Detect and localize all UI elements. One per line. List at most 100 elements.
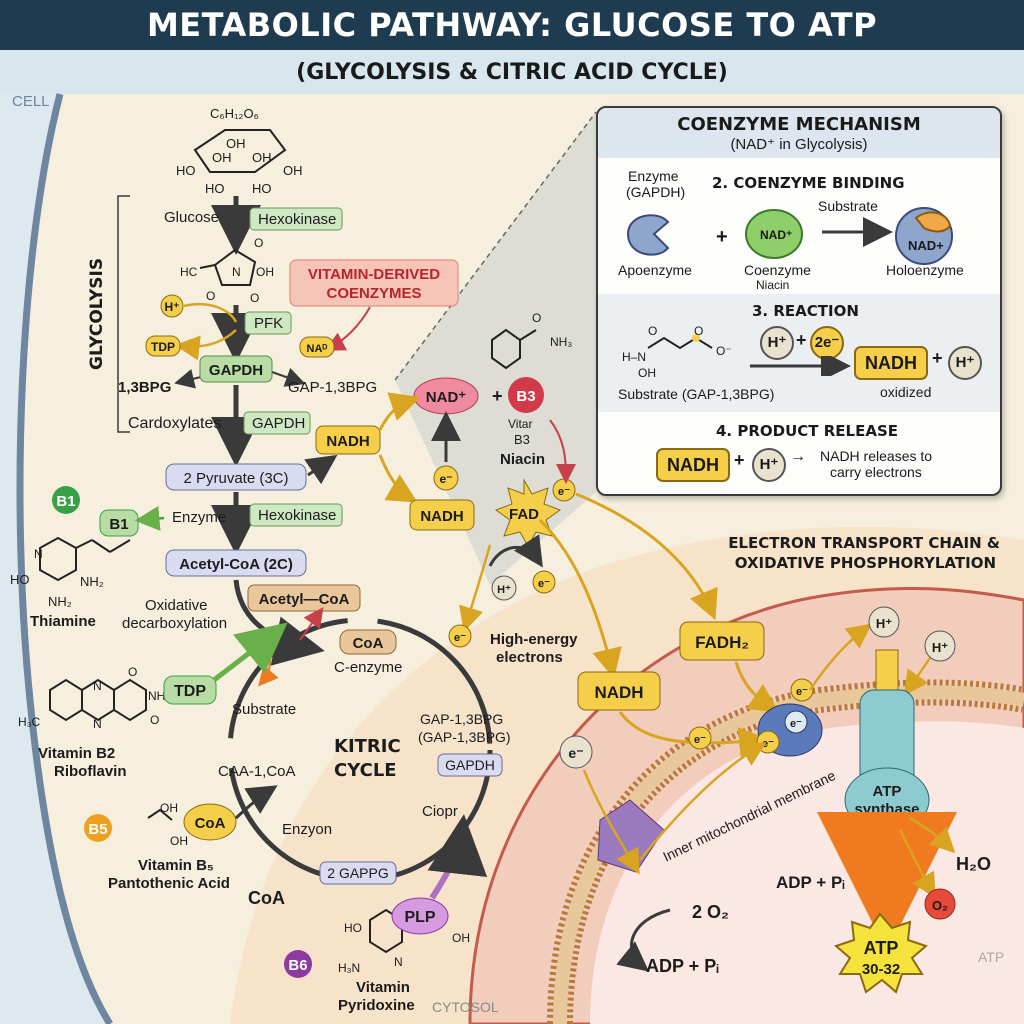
svg-text:30-32: 30-32 <box>862 961 900 978</box>
cytosol-label: CYTOSOL <box>432 999 499 1015</box>
b6-plp-chip <box>391 897 449 935</box>
svg-text:2 GAPPG: 2 GAPPG <box>327 865 388 881</box>
svg-text:HO: HO <box>10 572 30 587</box>
svg-text:NAD⁺: NAD⁺ <box>426 389 466 406</box>
vitamin-banner <box>289 259 459 307</box>
substrate-molecule <box>647 334 713 350</box>
atp-starburst <box>834 912 928 994</box>
citric-cycle-ring <box>227 617 493 883</box>
riboflavin-structure: N N NH O O H₃C <box>18 665 165 731</box>
svg-text:Enzyme: Enzyme <box>172 509 226 526</box>
svg-text:B3: B3 <box>516 388 535 405</box>
svg-text:CoA: CoA <box>195 815 226 832</box>
mol-oh: OH <box>638 366 656 380</box>
b2-name: Riboflavin <box>54 763 127 780</box>
gapdh-cycle-pill <box>437 753 503 777</box>
svg-text:H₃C: H₃C <box>18 715 41 729</box>
page-subtitle: (GLYCOLYSIS & CITRIC ACID CYCLE) <box>296 59 728 85</box>
e-small <box>532 570 556 594</box>
gapdh-main-pill <box>199 355 273 383</box>
h-plus-release: H⁺ <box>752 448 786 482</box>
step-4-title: 4. PRODUCT RELEASE <box>716 422 899 440</box>
svg-text:HO: HO <box>205 181 225 196</box>
glycolysis-label: GLYCOLYSIS <box>87 258 107 370</box>
reaction-section: 3. REACTION O O O⁻ H–N OH H⁺ + 2e⁻ NADH … <box>598 294 1000 412</box>
coenzyme-panel: COENZYME MECHANISM (NAD⁺ in Glycolysis) … <box>596 106 1002 496</box>
svg-text:2 Pyruvate (3C): 2 Pyruvate (3C) <box>183 470 288 487</box>
svg-text:H₃N: H₃N <box>338 961 360 975</box>
panel-title: COENZYME MECHANISM <box>677 114 921 135</box>
bpg-right: GAP-1,3BPG <box>288 379 377 396</box>
svg-text:Substrate: Substrate <box>232 701 296 718</box>
b2-title: Vitamin B2 <box>38 745 115 762</box>
svg-text:ATP: ATP <box>873 783 902 800</box>
cycle-title-1: KITRIC <box>334 736 401 757</box>
svg-text:Pyridoxine: Pyridoxine <box>338 997 415 1014</box>
b6-badge <box>284 950 312 978</box>
svg-text:Cardoxylates: Cardoxylates <box>128 415 221 432</box>
release-text-2: carry electrons <box>830 464 922 480</box>
tdp-b2-chip <box>163 675 217 705</box>
enzyme-name: (GAPDH) <box>626 184 686 200</box>
release-arrow: → <box>790 448 806 465</box>
panel-header: COENZYME MECHANISM (NAD⁺ in Glycolysis) <box>598 108 1000 158</box>
svg-text:O₂: O₂ <box>932 898 948 913</box>
nad-holo-label: NAD+ <box>908 238 944 253</box>
svg-text:e⁻: e⁻ <box>558 486 570 498</box>
svg-text:Enzyon: Enzyon <box>282 821 332 838</box>
substrate-label: Substrate <box>818 198 878 214</box>
nadh-node-2 <box>409 499 475 531</box>
release-text-1: NADH releases to <box>820 448 933 464</box>
svg-text:GAPDH: GAPDH <box>445 757 495 773</box>
svg-text:NADH: NADH <box>594 683 643 702</box>
svg-text:O: O <box>254 236 263 250</box>
svg-text:O: O <box>150 713 159 727</box>
etc-title-1: ELECTRON TRANSPORT CHAIN & <box>728 534 1000 552</box>
plus-reaction: + <box>796 330 807 350</box>
intermediate-molecule: HC N O OH O O <box>180 236 274 305</box>
svg-text:O: O <box>206 289 215 303</box>
hexokinase-pill <box>249 207 343 231</box>
niacin-panel-label: Niacin <box>756 278 790 292</box>
svg-text:e⁻: e⁻ <box>568 745 583 761</box>
nadh-mito-node <box>577 671 661 711</box>
apoenzyme-label: Apoenzyme <box>618 262 692 278</box>
h-plus-circle <box>160 294 184 318</box>
bpg-left: 1,3BPG <box>118 379 171 396</box>
o2-badge <box>924 888 956 920</box>
thiamine-label: Thiamine <box>30 613 96 630</box>
svg-text:O: O <box>250 291 259 305</box>
title-bar: METABOLIC PATHWAY: GLUCOSE TO ATP <box>0 0 1024 50</box>
b5-coa-chip <box>183 803 237 841</box>
svg-text:N: N <box>34 547 43 561</box>
svg-text:H⁺: H⁺ <box>876 616 892 631</box>
plus-release: + <box>734 450 745 470</box>
tdp-pill <box>145 335 181 357</box>
nad-coenzyme-label: NAD⁺ <box>760 228 793 242</box>
plus-reaction-2: + <box>932 348 943 368</box>
svg-text:Hexokinase: Hexokinase <box>258 211 336 228</box>
acetyl-coa-pill <box>165 549 307 577</box>
coa-bold: CoA <box>248 888 285 908</box>
coenzyme-shape <box>745 209 803 259</box>
svg-text:e⁻: e⁻ <box>762 738 774 750</box>
svg-text:N: N <box>93 679 102 693</box>
svg-text:HC: HC <box>180 265 198 279</box>
b3-badge <box>508 377 544 413</box>
svg-text:2 O₂: 2 O₂ <box>692 902 729 922</box>
svg-text:Acetyl-CoA (2C): Acetyl-CoA (2C) <box>179 556 293 573</box>
svg-text:+: + <box>492 386 503 406</box>
glucose-label: Glucose <box>164 209 219 226</box>
svg-text:H⁺: H⁺ <box>497 584 511 596</box>
svg-text:GAPDH: GAPDH <box>252 415 305 432</box>
niacin-structure: O NH₃ <box>491 311 572 370</box>
release-section: 4. PRODUCT RELEASE NADH + H⁺ → NADH rele… <box>598 412 1000 494</box>
svg-text:NADH: NADH <box>420 508 463 525</box>
svg-text:Vitamin: Vitamin <box>356 979 410 996</box>
svg-text:O: O <box>532 311 541 325</box>
svg-text:FAD: FAD <box>509 506 539 523</box>
svg-text:synthase: synthase <box>854 801 919 818</box>
svg-text:OH: OH <box>170 834 188 848</box>
svg-text:OH: OH <box>160 801 178 815</box>
